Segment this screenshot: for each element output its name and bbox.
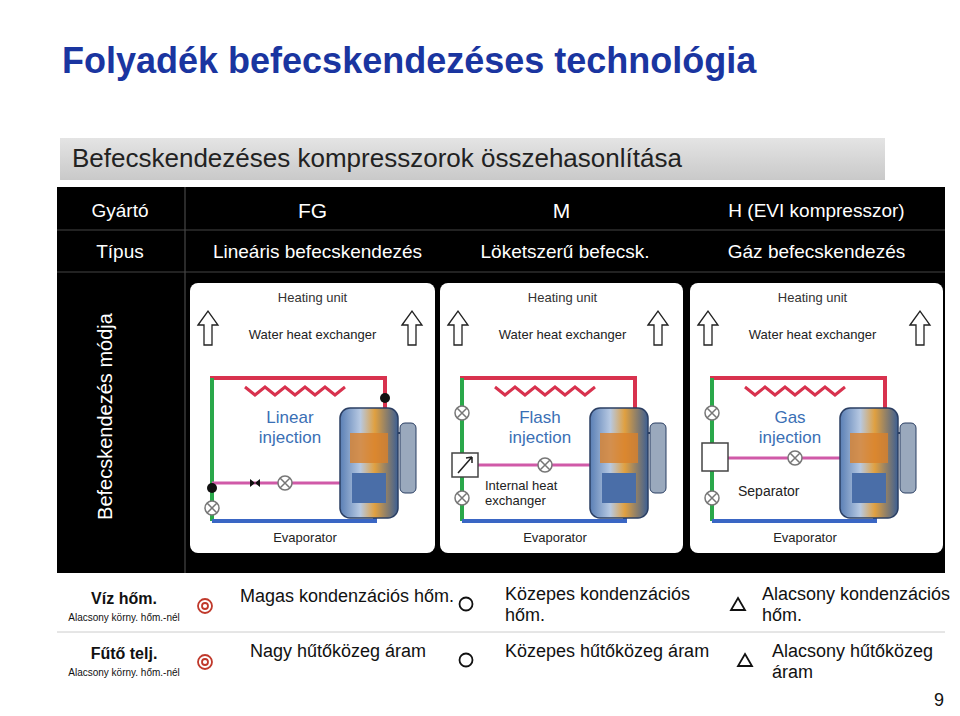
table-cell: Alacsony hűtőközeg áram — [772, 641, 947, 682]
component-label: Evaporator — [250, 531, 360, 546]
circuit-panel: Heating unitWater heat exchangerGas inje… — [690, 283, 943, 553]
component-label: Water heat exchanger — [460, 328, 665, 343]
table-header: Gáz befecskendezés — [690, 241, 943, 263]
table-header: H (EVI kompresszor) — [690, 200, 943, 222]
subtitle-text: Befecskendezéses kompresszorok összehaso… — [72, 144, 872, 174]
page-number: 9 — [925, 690, 953, 711]
table-header: Löketszerű befecsk. — [450, 241, 680, 263]
component-label: Separator — [738, 483, 838, 499]
table-header: M — [440, 199, 683, 223]
component-label: Linear injection — [245, 408, 335, 447]
table-header: Típus — [60, 241, 180, 263]
table-cell: Közepes hűtőközeg áram — [505, 641, 720, 662]
table-header: Gyártó — [60, 200, 180, 222]
circuit-panel: Heating unitWater heat exchangerLinear i… — [190, 283, 435, 553]
component-label: Evaporator — [500, 531, 610, 546]
circuit-panel: Heating unitWater heat exchangerFlash in… — [440, 283, 683, 553]
component-label: Water heat exchanger — [710, 328, 915, 343]
component-label: Heating unit — [765, 291, 860, 306]
component-label: Flash injection — [495, 408, 585, 447]
slide-title: Folyadék befecskendezéses technológia — [62, 40, 942, 81]
table-cell: Közepes kondenzációs hőm. — [505, 584, 730, 625]
component-label: Heating unit — [515, 291, 610, 306]
table-header: Befecskendezés módja — [94, 287, 117, 547]
table-cell: Alacsony körny. hőm.-nél — [60, 667, 188, 679]
table-cell: Alacsony kondenzációs hőm. — [762, 584, 952, 625]
table-cell: Víz hőm. — [60, 590, 188, 608]
component-label: Internal heat exchanger — [485, 479, 585, 509]
subtitle-band: Befecskendezéses kompresszorok összehaso… — [60, 138, 885, 180]
table-cell: Fűtő telj. — [60, 645, 188, 663]
table-header: FG — [190, 199, 435, 223]
table-header: Lineáris befecskendezés — [185, 241, 450, 263]
table-cell: Alacsony körny. hőm.-nél — [60, 612, 188, 624]
table-cell: Magas kondenzációs hőm. — [240, 586, 455, 607]
component-label: Water heat exchanger — [210, 328, 415, 343]
component-label: Gas injection — [745, 408, 835, 447]
component-label: Heating unit — [265, 291, 360, 306]
component-label: Evaporator — [750, 531, 860, 546]
table-cell: Nagy hűtőközeg áram — [250, 641, 430, 662]
